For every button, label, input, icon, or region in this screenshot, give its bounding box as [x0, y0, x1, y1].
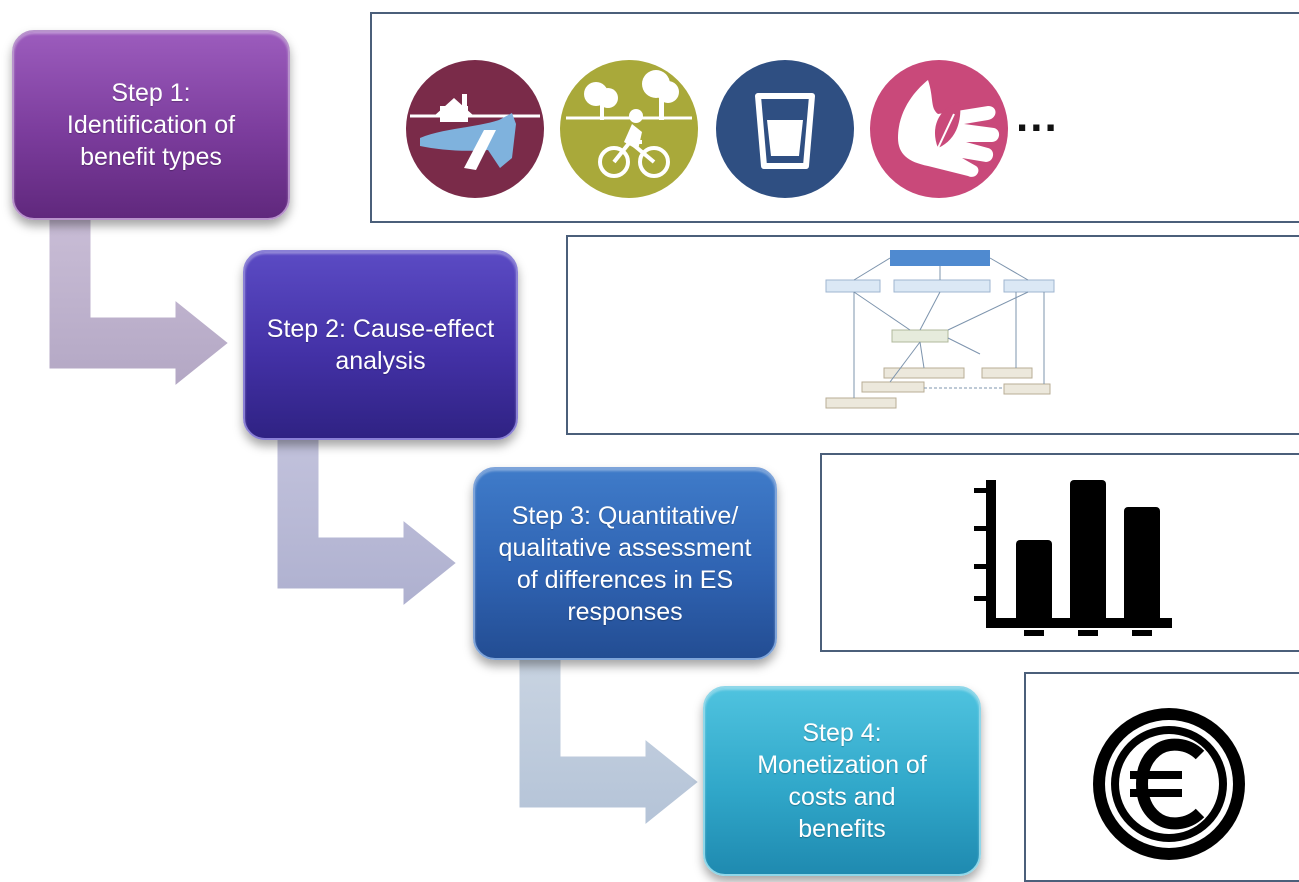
- step-1-label: Step 1: Identification of benefit types: [66, 79, 236, 171]
- hand-leaf-icon: [870, 60, 1008, 198]
- step-2-label: Step 2: Cause-effect analysis: [266, 315, 495, 375]
- connector-arrow-1: [46, 218, 233, 392]
- step-4-label: Step 4: Monetization of costs and benefi…: [757, 719, 927, 843]
- flowchart-icon: [825, 250, 1055, 409]
- connector-arrow-3: [516, 657, 703, 831]
- euro-coin-icon: [1093, 708, 1245, 860]
- step-3-box: Step 3: Quantitative/ qualitative assess…: [473, 467, 777, 660]
- bar-chart-icon: [974, 480, 1172, 636]
- step-4-box: Step 4: Monetization of costs and benefi…: [703, 686, 981, 876]
- step-2-box: Step 2: Cause-effect analysis: [243, 250, 518, 440]
- flood-house-icon: [406, 60, 544, 198]
- water-glass-icon: [716, 60, 854, 198]
- cyclist-trees-icon: [560, 60, 698, 198]
- connector-arrow-2: [274, 438, 461, 612]
- step-1-box: Step 1: Identification of benefit types: [12, 30, 290, 220]
- step-3-label: Step 3: Quantitative/ qualitative assess…: [498, 501, 752, 626]
- more-icons-ellipsis: ...: [1016, 92, 1059, 141]
